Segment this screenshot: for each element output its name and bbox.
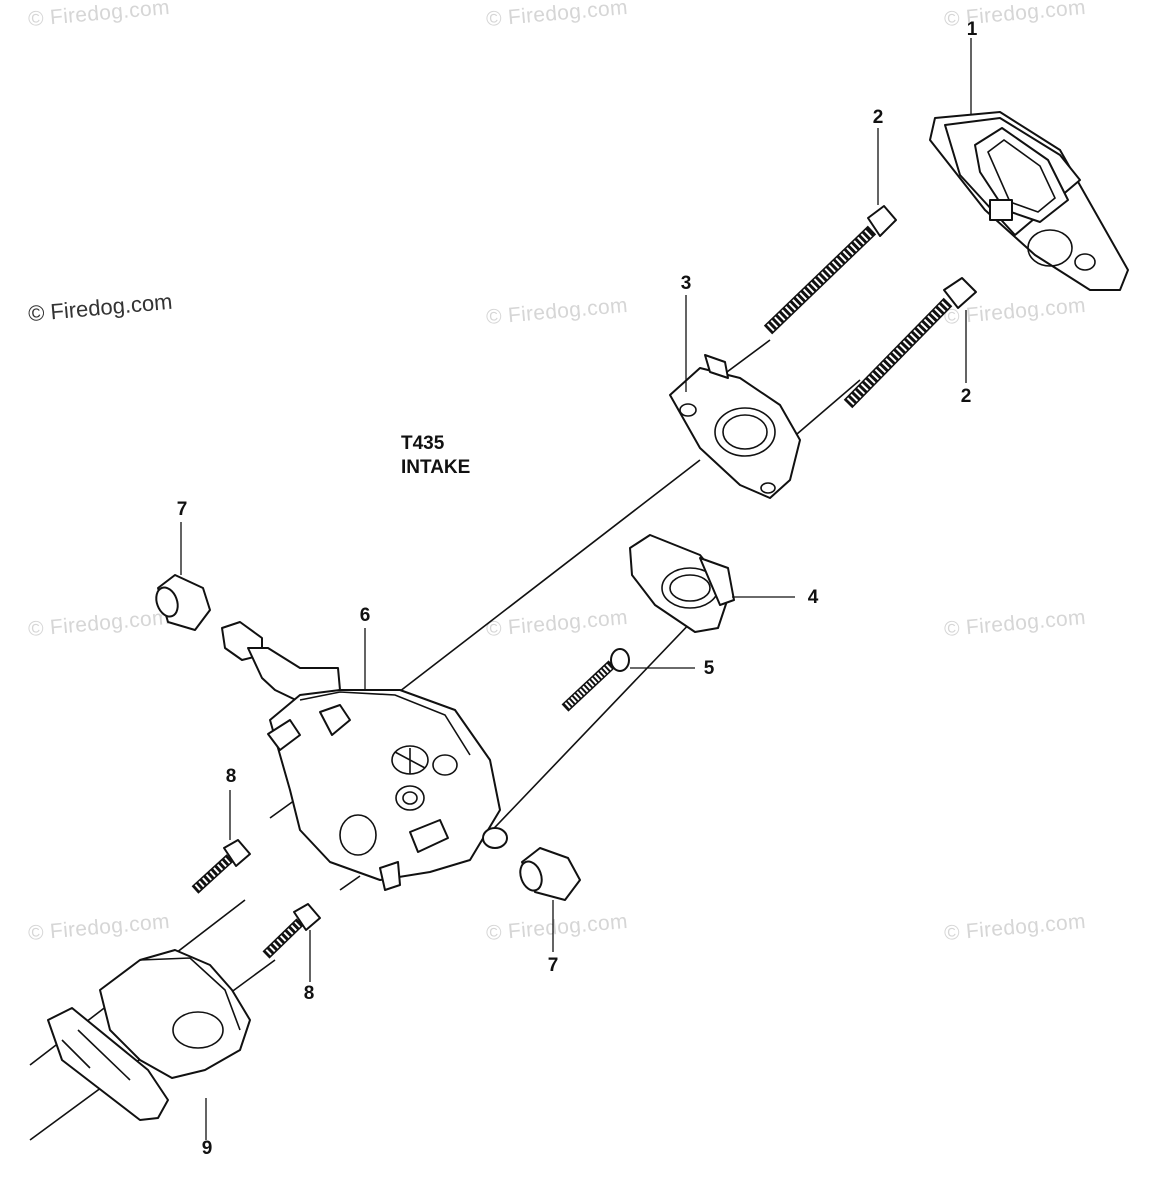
part-5-adjusting-screw[interactable] — [561, 648, 695, 712]
callout-7-lower[interactable]: 7 — [547, 955, 559, 976]
part-8-screw-lower[interactable] — [262, 903, 321, 982]
callout-2-upper[interactable]: 2 — [872, 107, 884, 128]
part-8-screw-upper[interactable] — [191, 790, 251, 894]
part-7-sleeve-lower[interactable] — [516, 847, 581, 952]
callout-7-upper[interactable]: 7 — [176, 499, 188, 520]
part-7-sleeve-upper[interactable] — [152, 522, 211, 631]
part-3-spacer-flange[interactable] — [669, 295, 801, 499]
callout-6[interactable]: 6 — [359, 605, 371, 626]
callout-8-lower[interactable]: 8 — [303, 983, 315, 1004]
callout-4[interactable]: 4 — [807, 587, 819, 608]
part-6-carburetor[interactable] — [221, 621, 508, 891]
callout-8-upper[interactable]: 8 — [225, 766, 237, 787]
callout-5[interactable]: 5 — [703, 658, 715, 679]
callout-3[interactable]: 3 — [680, 273, 692, 294]
callout-2-lower[interactable]: 2 — [960, 386, 972, 407]
part-1-air-filter-holder[interactable] — [929, 38, 1129, 291]
diagram-title: T435 INTAKE — [401, 432, 470, 480]
section-label: INTAKE — [401, 457, 471, 478]
part-2-screw-upper[interactable] — [763, 128, 897, 335]
model-label: T435 — [401, 433, 445, 454]
part-2-screw-lower[interactable] — [843, 277, 977, 409]
callout-9[interactable]: 9 — [201, 1138, 213, 1159]
part-4-gasket[interactable] — [629, 534, 795, 633]
part-9-intake-manifold[interactable] — [47, 949, 251, 1140]
callout-1[interactable]: 1 — [966, 19, 978, 40]
